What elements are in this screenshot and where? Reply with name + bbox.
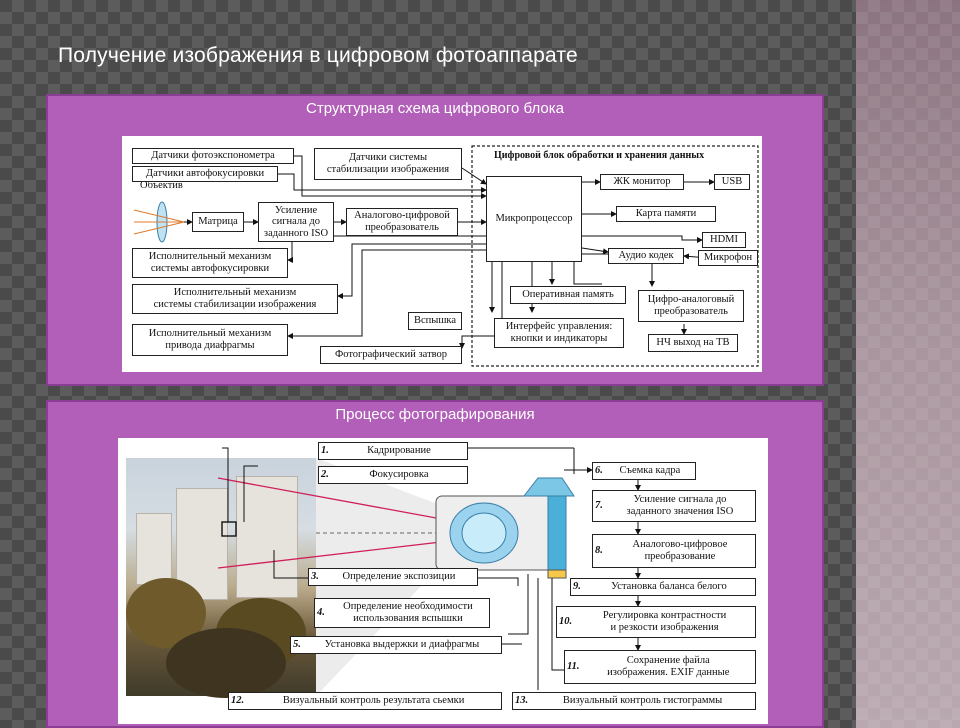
step-text: Установка выдержки и диафрагмы [324, 639, 480, 651]
step-4-box: 4. Определение необходимости использован… [314, 598, 490, 628]
step-number: 9. [573, 581, 581, 593]
step-number: 13. [515, 695, 529, 707]
step-number: 1. [321, 445, 329, 457]
af-actuator-box: Исполнительный механизм системы автофоку… [132, 248, 288, 278]
step-number: 2. [321, 469, 329, 481]
step-text: Кадрирование [367, 445, 431, 457]
background-decoration [856, 0, 960, 728]
process-diagram: 1. Кадрирование 2. Фокусировка 3. Опреде… [118, 438, 768, 724]
step-13-box: 13. Визуальный контроль гистограммы [512, 692, 756, 710]
flash-box: Вспышка [408, 312, 462, 330]
city-photo [126, 458, 316, 698]
digital-block-title: Цифровой блок обработки и хранения данны… [494, 150, 705, 161]
ui-controls-box: Интерфейс управления: кнопки и индикатор… [494, 318, 624, 348]
step-text: Усиление сигнала до заданного значения I… [626, 494, 734, 517]
audio-codec-box: Аудио кодек [608, 248, 684, 264]
matrix-box: Матрица [192, 212, 244, 232]
photography-process-panel: Процесс фотографирования [46, 400, 824, 728]
step-text: Сохранение файла изображения. EXIF данны… [607, 655, 730, 678]
amplifier-box: Усиление сигнала до заданного ISO [258, 202, 334, 242]
step-2-box: 2. Фокусировка [318, 466, 468, 484]
step-number: 10. [559, 616, 573, 628]
block-diagram-panel: Структурная схема цифрового блока [46, 94, 824, 386]
step-text: Определение экспозиции [342, 571, 456, 583]
step-text: Установка баланса белого [611, 581, 727, 593]
slide-title: Получение изображения в цифровом фотоапп… [58, 44, 578, 67]
aperture-actuator-box: Исполнительный механизм привода диафрагм… [132, 324, 288, 356]
step-7-box: 7. Усиление сигнала до заданного значени… [592, 490, 756, 522]
step-text: Визуальный контроль результата сьемки [282, 695, 465, 707]
adc-box: Аналогово-цифровой преобразователь [346, 208, 458, 236]
microphone-box: Микрофон [698, 250, 758, 266]
dac-box: Цифро-аналоговый преобразователь [638, 290, 744, 322]
usb-box: USB [714, 174, 750, 190]
shutter-box: Фотографический затвор [320, 346, 462, 364]
microprocessor-box: Микропроцессор [486, 176, 582, 262]
step-text: Визуальный контроль гистограммы [562, 695, 723, 707]
step-10-box: 10. Регулировка контрастности и резкости… [556, 606, 756, 638]
step-text: Съемка кадра [619, 465, 681, 477]
step-number: 6. [595, 465, 603, 477]
step-9-box: 9. Установка баланса белого [570, 578, 756, 596]
step-number: 12. [231, 695, 245, 707]
af-sensors-box: Датчики автофокусировки [132, 166, 278, 182]
step-number: 5. [293, 639, 301, 651]
diagram-connectors [133, 145, 759, 367]
step-text: Аналогово-цифровое преобразование [632, 539, 728, 562]
step-number: 3. [311, 571, 319, 583]
step-number: 4. [317, 607, 325, 619]
lcd-monitor-box: ЖК монитор [600, 174, 684, 190]
hdmi-box: HDMI [702, 232, 746, 248]
stabilization-actuator-box: Исполнительный механизм системы стабилиз… [132, 284, 338, 314]
exposure-sensors-box: Датчики фотоэкспонометра [132, 148, 294, 164]
step-3-box: 3. Определение экспозиции [308, 568, 478, 586]
panel-title: Процесс фотографирования [335, 406, 535, 423]
tv-output-box: НЧ выход на ТВ [648, 334, 738, 352]
block-diagram: Объектив Датчики фотоэкспонометра Датчик… [122, 136, 762, 372]
step-5-box: 5. Установка выдержки и диафрагмы [290, 636, 502, 654]
step-text: Определение необходимости использования … [343, 601, 473, 624]
step-text: Регулировка контрастности и резкости изо… [602, 610, 727, 633]
step-number: 7. [595, 500, 603, 512]
step-8-box: 8. Аналогово-цифровое преобразование [592, 534, 756, 568]
stabilization-sensors-box: Датчики системы стабилизации изображения [314, 148, 462, 180]
step-1-box: 1. Кадрирование [318, 442, 468, 460]
step-text: Фокусировка [369, 469, 429, 481]
step-11-box: 11. Сохранение файла изображения. EXIF д… [564, 650, 756, 684]
lens-label: Объектив [140, 180, 183, 191]
step-12-box: 12. Визуальный контроль результата сьемк… [228, 692, 502, 710]
step-number: 11. [567, 661, 580, 673]
panel-title: Структурная схема цифрового блока [306, 100, 564, 117]
step-6-box: 6. Съемка кадра [592, 462, 696, 480]
ram-box: Оперативная память [510, 286, 626, 304]
memory-card-box: Карта памяти [616, 206, 716, 222]
step-number: 8. [595, 545, 603, 557]
